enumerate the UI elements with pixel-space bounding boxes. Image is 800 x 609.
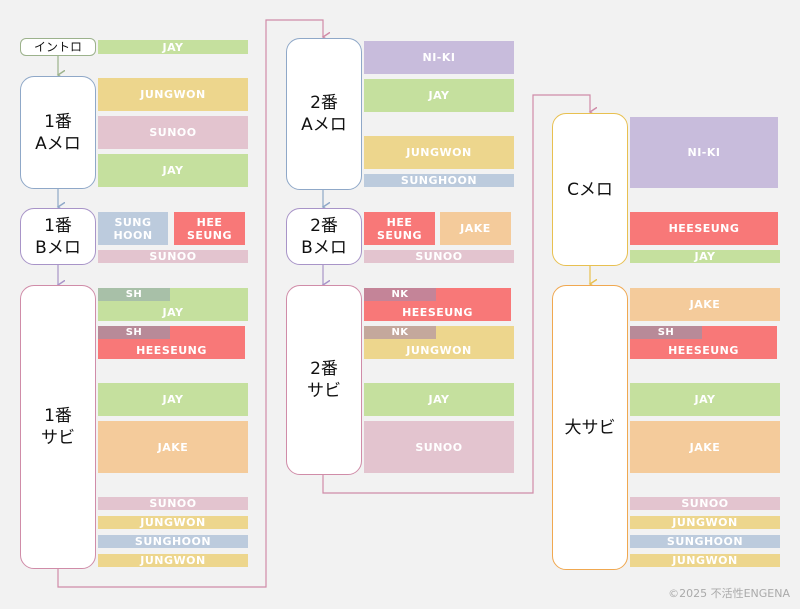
- part-b1-sunoo: SUNOO: [98, 250, 248, 263]
- overlay-sh: SH: [630, 326, 702, 339]
- part-label: JUNGWON: [406, 344, 472, 357]
- part-label: HEESEUNG: [402, 306, 473, 319]
- part-a2-sunghoon: SUNGHOON: [364, 174, 514, 187]
- part-b1-sunghoon: SUNG HOON: [98, 212, 168, 245]
- section-dai-sabi: 大サビ: [552, 285, 628, 570]
- part-big-sunoo: SUNOO: [630, 497, 780, 510]
- part-b1-heeseung: HEE SEUNG: [174, 212, 245, 245]
- overlay-nk: NK: [364, 326, 436, 339]
- part-s2-sunoo: SUNOO: [364, 421, 514, 473]
- part-c-heeseung: HEESEUNG: [630, 212, 778, 245]
- part-big-jungwon: JUNGWON: [630, 516, 780, 529]
- part-b2-sunoo: SUNOO: [364, 250, 514, 263]
- part-intro-jay: JAY: [98, 40, 248, 54]
- part-s1-sunoo: SUNOO: [98, 497, 248, 510]
- part-c-niki: NI-KI: [630, 117, 778, 188]
- part-a2-niki: NI-KI: [364, 41, 514, 74]
- part-b2-heeseung: HEE SEUNG: [364, 212, 435, 245]
- part-s1-jungwon: JUNGWON: [98, 516, 248, 529]
- part-s2-jay: JAY: [364, 383, 514, 416]
- overlay-sh: SH: [98, 326, 170, 339]
- part-s1-heeseung: SH HEESEUNG: [98, 326, 245, 359]
- part-s2-jungwon: NK JUNGWON: [364, 326, 514, 359]
- arrow-s1-a2: [57, 19, 323, 588]
- arrow-s2-c: [322, 94, 590, 494]
- part-label: HEESEUNG: [136, 344, 207, 357]
- section-intro: イントロ: [20, 38, 96, 56]
- part-a2-jay: JAY: [364, 79, 514, 112]
- part-c-jay: JAY: [630, 250, 780, 263]
- copyright-credit: ©2025 不活性ENGENA: [668, 587, 790, 600]
- part-s1-jay-2: JAY: [98, 383, 248, 416]
- section-1-a-melo: 1番 Aメロ: [20, 76, 96, 189]
- part-s2-heeseung: NK HEESEUNG: [364, 288, 511, 321]
- part-s1-sunghoon: SUNGHOON: [98, 535, 248, 548]
- section-c-melo: Cメロ: [552, 113, 628, 266]
- part-big-sunghoon: SUNGHOON: [630, 535, 780, 548]
- section-2-a-melo: 2番 Aメロ: [286, 38, 362, 190]
- part-s1-jungwon-2: JUNGWON: [98, 554, 248, 567]
- section-1-b-melo: 1番 Bメロ: [20, 208, 96, 265]
- part-s1-jake: JAKE: [98, 421, 248, 473]
- part-label: HEESEUNG: [668, 344, 739, 357]
- part-big-jungwon-2: JUNGWON: [630, 554, 780, 567]
- section-2-b-melo: 2番 Bメロ: [286, 208, 362, 265]
- part-big-jay: JAY: [630, 383, 780, 416]
- overlay-sh: SH: [98, 288, 170, 301]
- part-a2-jungwon: JUNGWON: [364, 136, 514, 169]
- overlay-nk: NK: [364, 288, 436, 301]
- section-1-sabi: 1番 サビ: [20, 285, 96, 569]
- part-label: JAY: [162, 306, 184, 319]
- part-big-heeseung: SH HEESEUNG: [630, 326, 777, 359]
- section-2-sabi: 2番 サビ: [286, 285, 362, 475]
- part-a1-sunoo: SUNOO: [98, 116, 248, 149]
- part-big-jake: JAKE: [630, 288, 780, 321]
- part-s1-jay: SH JAY: [98, 288, 248, 321]
- part-a1-jungwon: JUNGWON: [98, 78, 248, 111]
- part-b2-jake: JAKE: [440, 212, 511, 245]
- part-a1-jay: JAY: [98, 154, 248, 187]
- part-big-jake-2: JAKE: [630, 421, 780, 473]
